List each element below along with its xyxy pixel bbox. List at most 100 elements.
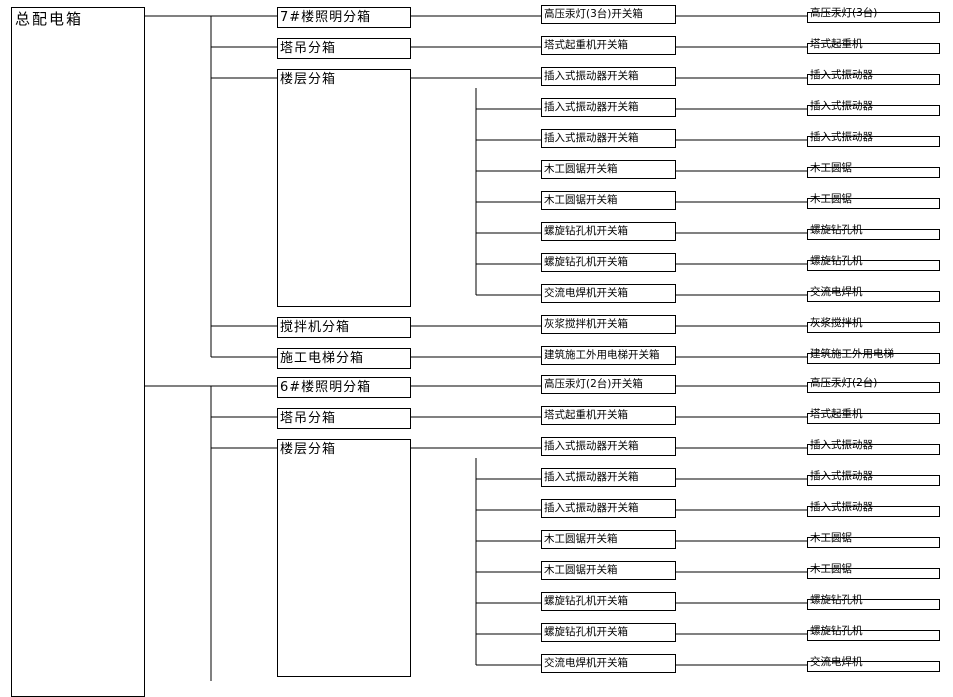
- switch-box-label: 高压汞灯(2台)开关箱: [544, 378, 643, 390]
- sub-box-label: 楼层分箱: [280, 72, 337, 87]
- equipment-box: 螺旋钻孔机: [807, 626, 940, 641]
- switch-box: 建筑施工外用电梯开关箱: [541, 346, 676, 365]
- sub-box: 楼层分箱: [277, 69, 411, 307]
- switch-box-label: 螺旋钻孔机开关箱: [544, 626, 628, 638]
- switch-box-label: 交流电焊机开关箱: [544, 287, 628, 299]
- equipment-box: 塔式起重机: [807, 409, 940, 424]
- equipment-box: 塔式起重机: [807, 39, 940, 54]
- switch-box-label: 灰浆搅拌机开关箱: [544, 318, 628, 330]
- switch-box: 插入式振动器开关箱: [541, 499, 676, 518]
- equipment-box: 插入式振动器: [807, 440, 940, 455]
- switch-box: 交流电焊机开关箱: [541, 654, 676, 673]
- sub-box-label: 施工电梯分箱: [280, 351, 365, 366]
- equipment-box-label: 螺旋钻孔机: [810, 224, 863, 236]
- equipment-box-label: 插入式振动器: [810, 439, 873, 451]
- equipment-box-label: 螺旋钻孔机: [810, 625, 863, 637]
- equipment-box-label: 木工圆锯: [810, 162, 852, 174]
- equipment-box-label: 木工圆锯: [810, 532, 852, 544]
- equipment-box: 插入式振动器: [807, 502, 940, 517]
- equipment-box: 高压汞灯(2台): [807, 378, 940, 393]
- equipment-box: 插入式振动器: [807, 101, 940, 116]
- equipment-box-label: 木工圆锯: [810, 563, 852, 575]
- switch-box-label: 螺旋钻孔机开关箱: [544, 225, 628, 237]
- switch-box-label: 木工圆锯开关箱: [544, 194, 618, 206]
- equipment-box-label: 高压汞灯(2台): [810, 377, 878, 389]
- equipment-box: 插入式振动器: [807, 132, 940, 147]
- equipment-box-label: 交流电焊机: [810, 656, 863, 668]
- equipment-box-label: 木工圆锯: [810, 193, 852, 205]
- switch-box-label: 插入式振动器开关箱: [544, 132, 639, 144]
- equipment-box-label: 塔式起重机: [810, 408, 863, 420]
- switch-box: 螺旋钻孔机开关箱: [541, 592, 676, 611]
- equipment-box: 插入式振动器: [807, 471, 940, 486]
- switch-box-label: 插入式振动器开关箱: [544, 440, 639, 452]
- sub-box-label: 塔吊分箱: [280, 411, 337, 426]
- equipment-box-label: 灰浆搅拌机: [810, 317, 863, 329]
- switch-box-label: 螺旋钻孔机开关箱: [544, 256, 628, 268]
- switch-box-label: 木工圆锯开关箱: [544, 564, 618, 576]
- switch-box-label: 木工圆锯开关箱: [544, 533, 618, 545]
- equipment-box-label: 插入式振动器: [810, 100, 873, 112]
- switch-box-label: 塔式起重机开关箱: [544, 39, 628, 51]
- equipment-box-label: 螺旋钻孔机: [810, 255, 863, 267]
- sub-box-label: 6#楼照明分箱: [280, 380, 372, 395]
- sub-box-label: 楼层分箱: [280, 442, 337, 457]
- switch-box: 木工圆锯开关箱: [541, 191, 676, 210]
- switch-box-label: 插入式振动器开关箱: [544, 471, 639, 483]
- sub-box: 7#楼照明分箱: [277, 7, 411, 28]
- equipment-box: 螺旋钻孔机: [807, 225, 940, 240]
- switch-box: 灰浆搅拌机开关箱: [541, 315, 676, 334]
- equipment-box-label: 插入式振动器: [810, 501, 873, 513]
- switch-box: 螺旋钻孔机开关箱: [541, 222, 676, 241]
- equipment-box: 插入式振动器: [807, 70, 940, 85]
- switch-box-label: 建筑施工外用电梯开关箱: [544, 349, 660, 361]
- equipment-box: 木工圆锯: [807, 533, 940, 548]
- sub-box-label: 塔吊分箱: [280, 41, 337, 56]
- equipment-box: 高压汞灯(3台): [807, 8, 940, 23]
- switch-box: 高压汞灯(2台)开关箱: [541, 375, 676, 394]
- switch-box-label: 插入式振动器开关箱: [544, 502, 639, 514]
- switch-box: 塔式起重机开关箱: [541, 406, 676, 425]
- switch-box: 交流电焊机开关箱: [541, 284, 676, 303]
- sub-box: 塔吊分箱: [277, 38, 411, 59]
- equipment-box: 螺旋钻孔机: [807, 595, 940, 610]
- sub-box: 搅拌机分箱: [277, 317, 411, 338]
- main-distribution-box-label: 总配电箱: [15, 10, 84, 28]
- equipment-box-label: 建筑施工外用电梯: [810, 348, 894, 360]
- equipment-box: 交流电焊机: [807, 657, 940, 672]
- sub-box: 6#楼照明分箱: [277, 377, 411, 398]
- equipment-box: 建筑施工外用电梯: [807, 349, 940, 364]
- power-distribution-diagram: 总配电箱 7#楼照明分箱高压汞灯(3台)开关箱高压汞灯(3台)塔吊分箱塔式起重机…: [11, 5, 940, 697]
- equipment-box: 木工圆锯: [807, 194, 940, 209]
- switch-box-label: 交流电焊机开关箱: [544, 657, 628, 669]
- sub-box-label: 7#楼照明分箱: [280, 10, 372, 25]
- switch-box: 插入式振动器开关箱: [541, 98, 676, 117]
- equipment-box: 交流电焊机: [807, 287, 940, 302]
- switch-box: 插入式振动器开关箱: [541, 129, 676, 148]
- equipment-box-label: 交流电焊机: [810, 286, 863, 298]
- switch-box: 木工圆锯开关箱: [541, 160, 676, 179]
- equipment-box-label: 插入式振动器: [810, 470, 873, 482]
- switch-box: 木工圆锯开关箱: [541, 530, 676, 549]
- switch-box: 螺旋钻孔机开关箱: [541, 623, 676, 642]
- switch-box: 高压汞灯(3台)开关箱: [541, 5, 676, 24]
- sub-box-label: 搅拌机分箱: [280, 320, 351, 335]
- switch-box: 塔式起重机开关箱: [541, 36, 676, 55]
- sub-box: 塔吊分箱: [277, 408, 411, 429]
- switch-box-label: 高压汞灯(3台)开关箱: [544, 8, 643, 20]
- equipment-box-label: 插入式振动器: [810, 131, 873, 143]
- sub-box: 施工电梯分箱: [277, 348, 411, 369]
- switch-box: 插入式振动器开关箱: [541, 437, 676, 456]
- switch-box-label: 塔式起重机开关箱: [544, 409, 628, 421]
- switch-box-label: 木工圆锯开关箱: [544, 163, 618, 175]
- equipment-box-label: 螺旋钻孔机: [810, 594, 863, 606]
- switch-box: 插入式振动器开关箱: [541, 67, 676, 86]
- equipment-box: 木工圆锯: [807, 163, 940, 178]
- equipment-box-label: 插入式振动器: [810, 69, 873, 81]
- switch-box: 木工圆锯开关箱: [541, 561, 676, 580]
- switch-box-label: 螺旋钻孔机开关箱: [544, 595, 628, 607]
- main-distribution-box: 总配电箱: [11, 7, 145, 697]
- switch-box: 螺旋钻孔机开关箱: [541, 253, 676, 272]
- switch-box-label: 插入式振动器开关箱: [544, 101, 639, 113]
- switch-box-label: 插入式振动器开关箱: [544, 70, 639, 82]
